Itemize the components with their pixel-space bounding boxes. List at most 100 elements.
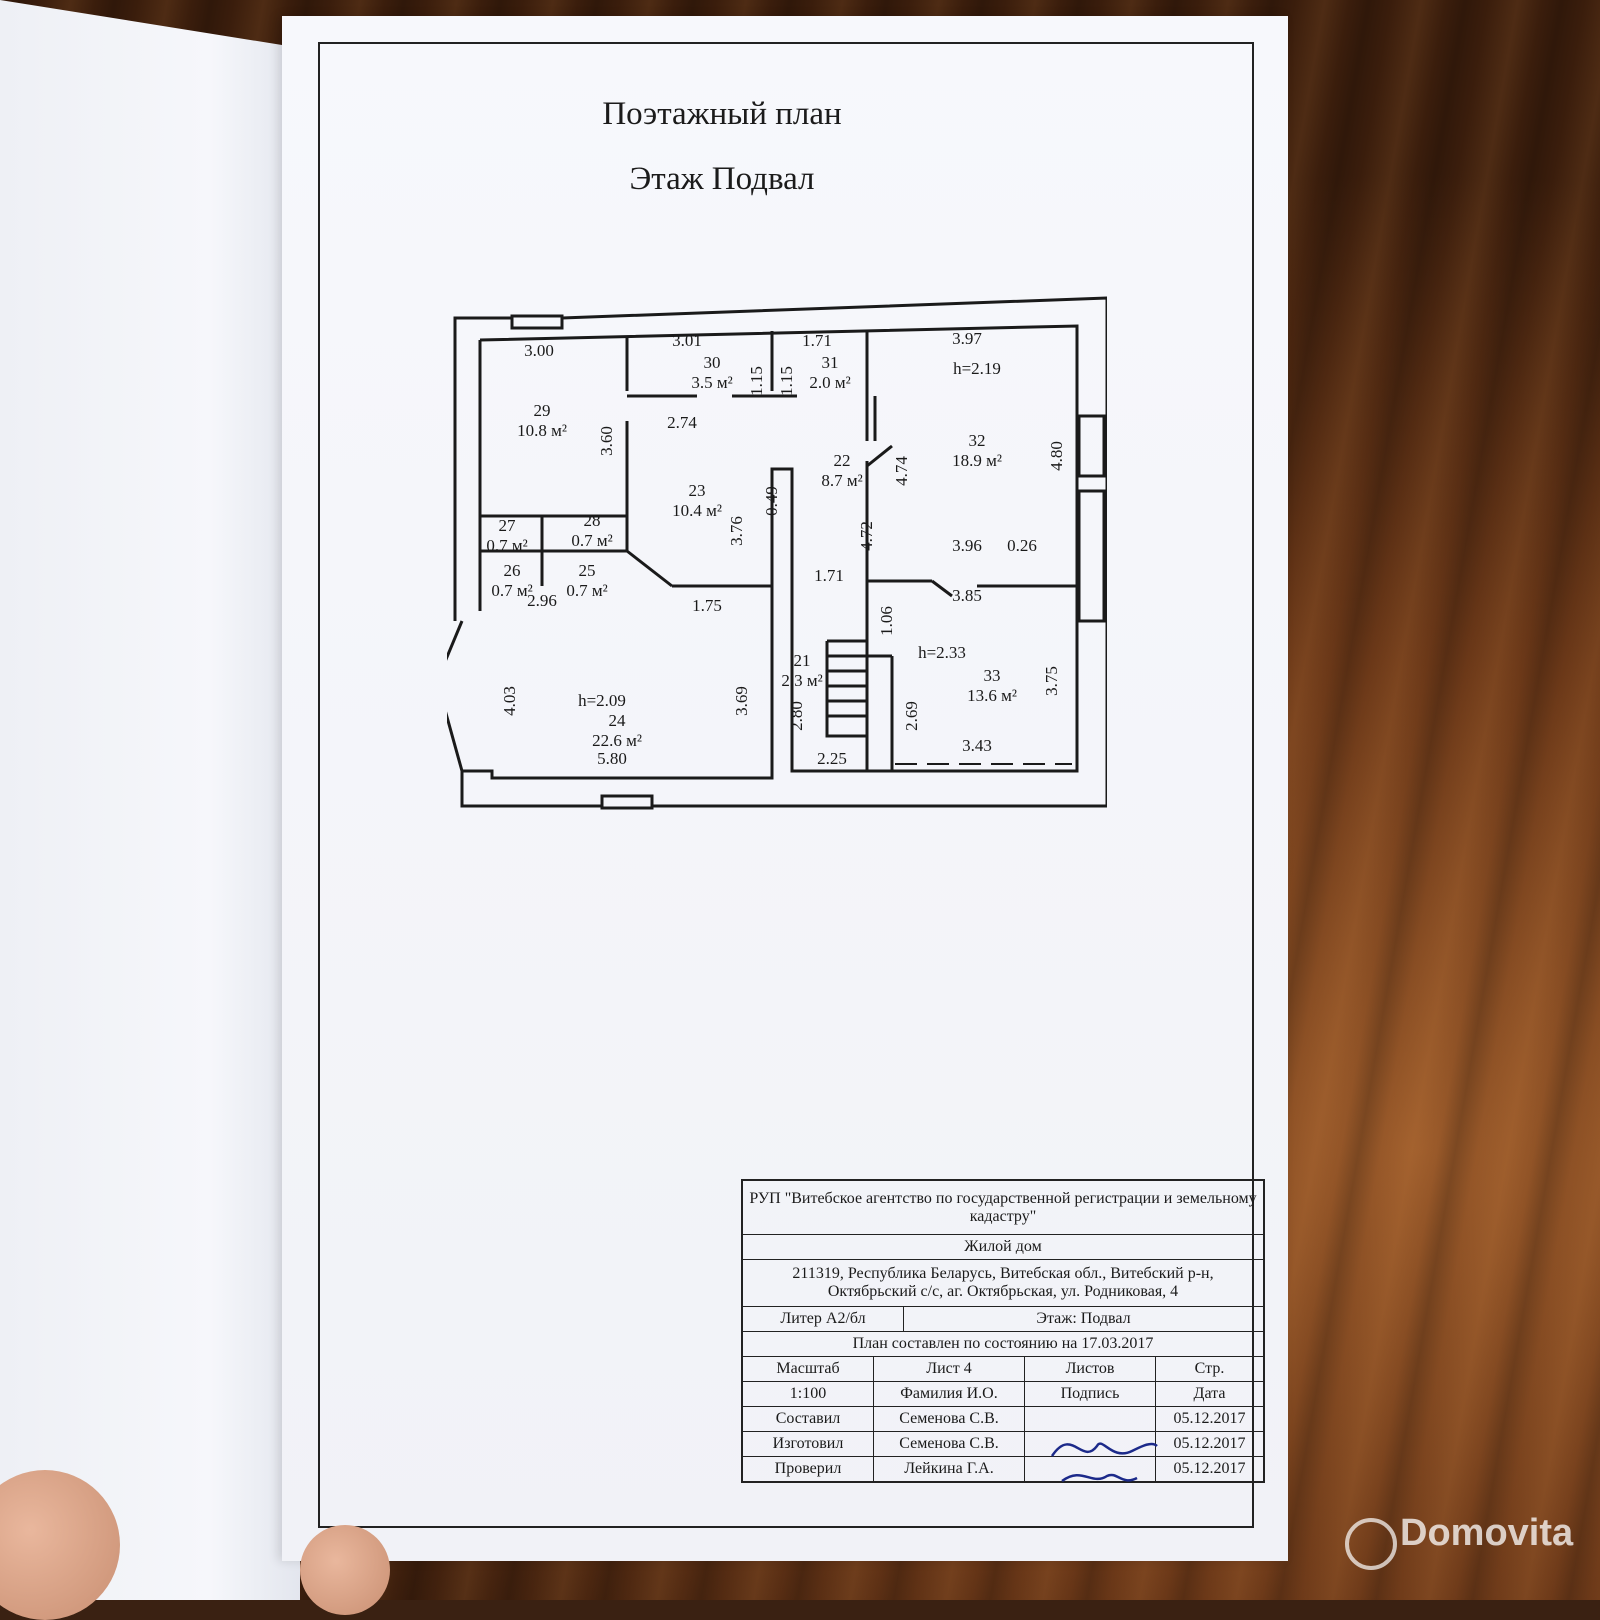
dimension-label: 2.69 [902,701,921,731]
finger [300,1525,390,1615]
dimension-label: 2.25 [817,749,847,768]
page-label: Стр. [1194,1360,1225,1377]
svg-text:29: 29 [534,401,551,420]
liter: Литер А2/бл [780,1310,866,1327]
svg-text:32: 32 [969,431,986,450]
room-label: 260.7 м² [491,561,532,600]
room-label: 212.3 м² [781,651,822,690]
floor-subtitle: Этаж Подвал [629,161,815,197]
watermark-text: Domovita [1400,1512,1574,1554]
svg-text:21: 21 [794,651,811,670]
dimension-label: 0.49 [762,486,781,516]
room-label: 270.7 м² [486,516,527,555]
document-title: Поэтажный план [602,96,842,132]
svg-text:27: 27 [499,516,517,535]
svg-text:2.0 м²: 2.0 м² [809,373,850,392]
dimension-label: 4.72 [857,521,876,551]
svg-text:31: 31 [822,353,839,372]
svg-text:33: 33 [984,666,1001,685]
name-header: Фамилия И.О. [900,1385,998,1402]
dimension-label: 3.75 [1042,666,1061,696]
svg-text:25: 25 [579,561,596,580]
date-header: Дата [1193,1385,1226,1402]
svg-text:26: 26 [504,561,521,580]
finger [0,1470,120,1620]
sheet-label: Лист 4 [926,1360,972,1377]
dimension-label: 1.75 [692,596,722,615]
dimension-label: 1.15 [777,366,796,396]
dimension-label: 3.76 [727,516,746,546]
svg-text:0.7 м²: 0.7 м² [491,581,532,600]
outer-wall [453,316,512,621]
room-label: 303.5 м² [691,353,732,392]
dimension-label: 4.74 [892,456,911,486]
svg-text:0.7 м²: 0.7 м² [566,581,607,600]
floor-plan-sheet: Поэтажный план Этаж Подвал [282,16,1288,1561]
dimension-label: 3.69 [732,686,751,716]
svg-text:3.5 м²: 3.5 м² [691,373,732,392]
svg-text:0.7 м²: 0.7 м² [571,531,612,550]
dimension-label: 3.60 [597,426,616,456]
window [600,794,654,810]
dimension-label: 2.74 [667,413,697,432]
dimension-label: 1.15 [747,366,766,396]
dimension-label: 1.71 [802,331,832,350]
dimension-label: 1.06 [877,606,896,636]
svg-text:18.9 м²: 18.9 м² [952,451,1002,470]
floor-label: Этаж: Подвал [1036,1310,1131,1327]
ceiling-height-label: h=2.33 [918,643,966,662]
dimension-label: 3.96 [952,536,982,555]
person-name: Семенова С.В. [899,1410,999,1427]
dimension-label: 3.00 [524,341,554,360]
svg-text:22.6 м²: 22.6 м² [592,731,642,750]
dimension-label: 5.80 [597,749,627,768]
dimension-label: 4.80 [1047,441,1066,471]
outer-wall [460,771,602,808]
signature-header: Подпись [1060,1385,1120,1402]
svg-text:24: 24 [609,711,627,730]
person-name: Лейкина Г.А. [904,1460,994,1477]
scale-label: Масштаб [776,1360,840,1377]
room-label: 280.7 м² [571,511,612,550]
person-name: Семенова С.В. [899,1435,999,1452]
dimension-label: 2.80 [787,701,806,731]
dimension-label: 3.43 [962,736,992,755]
row-date: 05.12.2017 [1173,1460,1246,1477]
role-compiled: Составил [775,1410,841,1427]
handwritten-signatures [1050,1442,1158,1483]
bay-window [447,620,464,772]
ceiling-height-label: h=2.09 [578,691,626,710]
dimension-label: 1.71 [814,566,844,585]
address: 211319, Республика Беларусь, Витебская о… [792,1265,1214,1300]
dimension-label: 4.03 [500,686,519,716]
ceiling-height-label: h=2.19 [953,359,1001,378]
scale-value: 1:100 [789,1385,827,1402]
role-made: Изготовил [772,1435,844,1452]
inner-wall [462,324,1079,780]
svg-text:22: 22 [834,451,851,470]
title-block: РУП "Витебское агентство по государствен… [741,1179,1265,1483]
object-type: Жилой дом [964,1238,1042,1255]
svg-text:0.7 м²: 0.7 м² [486,536,527,555]
watermark-logo-icon [1345,1518,1397,1570]
svg-text:28: 28 [584,511,601,530]
svg-text:10.4 м²: 10.4 м² [672,501,722,520]
room-label: 312.0 м² [809,353,850,392]
dimension-label: 0.26 [1007,536,1037,555]
dimension-label: 3.97 [952,329,982,348]
organization-name: РУП "Витебское агентство по государствен… [749,1189,1257,1225]
dimension-label: 3.85 [952,586,982,605]
row-date: 05.12.2017 [1173,1435,1246,1452]
left-page [0,0,300,1600]
svg-text:8.7 м²: 8.7 м² [821,471,862,490]
window [1077,489,1106,623]
row-date: 05.12.2017 [1173,1410,1246,1427]
role-checked: Проверил [774,1460,842,1477]
dimension-label: 2.96 [527,591,557,610]
window [510,314,564,330]
